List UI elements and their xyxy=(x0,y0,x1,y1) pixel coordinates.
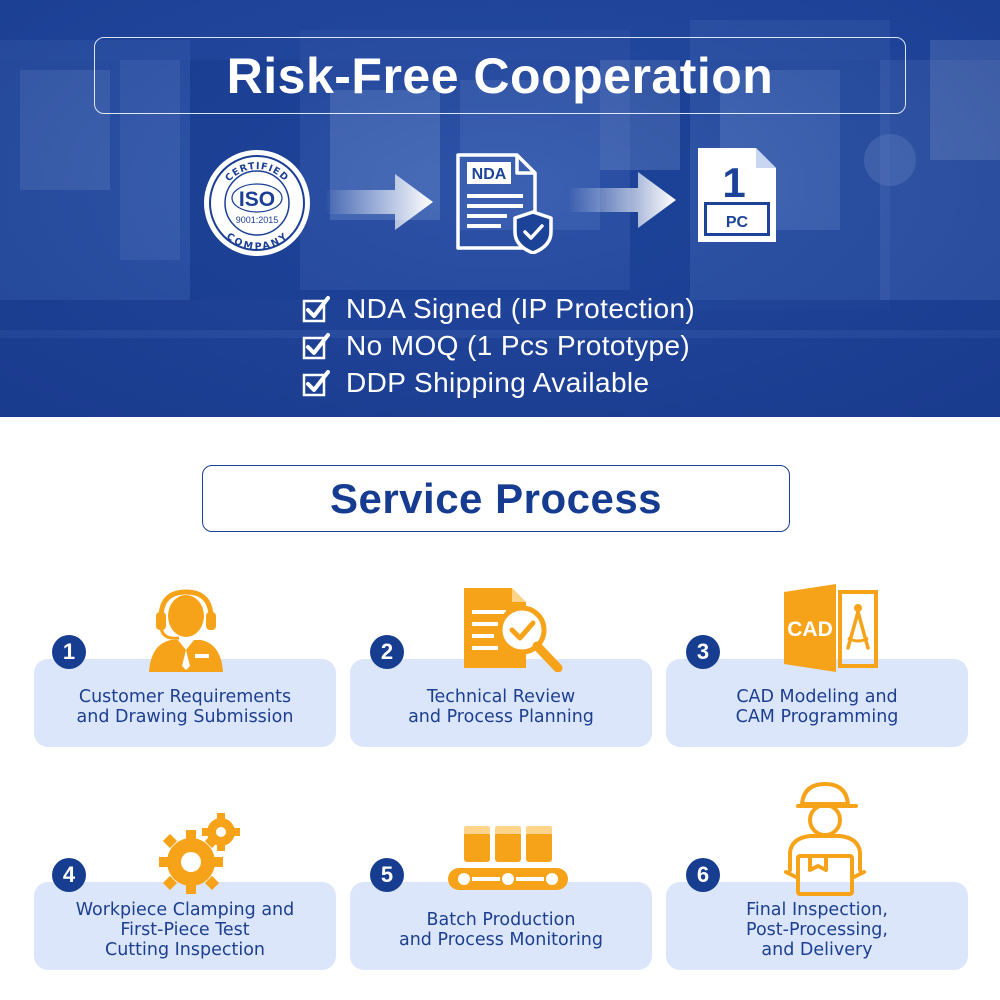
pc-doc-unit: PC xyxy=(726,214,749,231)
checklist-item: DDP Shipping Available xyxy=(302,364,695,401)
checklist-item-text: NDA Signed (IP Protection) xyxy=(346,292,696,324)
single-piece-document-icon: 1 PC xyxy=(698,148,776,242)
iso-badge-standard: 9001:2015 xyxy=(236,215,279,225)
checklist-item-text: DDP Shipping Available xyxy=(346,366,650,398)
arrow-right-icon xyxy=(325,174,433,230)
cad-drafting-icon: CAD xyxy=(784,584,878,672)
process-step-number: 3 xyxy=(686,635,720,669)
delivery-worker-icon xyxy=(784,782,866,896)
checkbox-checked-icon xyxy=(302,332,330,359)
benefits-checklist: NDA Signed (IP Protection) No MOQ (1 Pcs… xyxy=(302,290,695,401)
process-step-label: CAD Modeling and CAM Programming xyxy=(735,687,899,727)
banner-title: Risk-Free Cooperation xyxy=(226,47,774,104)
document-review-magnifier-icon xyxy=(464,588,563,672)
process-step-card: Batch Production and Process Monitoring xyxy=(350,882,652,970)
process-step-2: Technical Review and Process Planning xyxy=(350,659,652,747)
process-step-label: Customer Requirements and Drawing Submis… xyxy=(76,687,294,727)
process-step-number: 5 xyxy=(370,858,404,892)
banner-overlay xyxy=(0,0,1000,417)
process-step-card: Workpiece Clamping and First-Piece Test … xyxy=(34,882,336,970)
process-step-6: Final Inspection, Post-Processing, and D… xyxy=(666,882,968,970)
hero-banner: Risk-Free Cooperation CERTIFIED COMPANY … xyxy=(0,0,1000,417)
service-process-title: Service Process xyxy=(329,474,663,522)
process-step-5: Batch Production and Process Monitoring xyxy=(350,882,652,970)
nda-label: NDA xyxy=(472,166,507,183)
iso-badge-mark: ISO xyxy=(239,188,275,211)
process-step-label: Batch Production and Process Monitoring xyxy=(398,910,604,950)
process-step-label: Technical Review and Process Planning xyxy=(408,687,594,727)
process-step-card: Customer Requirements and Drawing Submis… xyxy=(34,659,336,747)
cad-label: CAD xyxy=(787,618,833,641)
process-step-3: CAD Modeling and CAM Programming xyxy=(666,659,968,747)
process-step-number: 6 xyxy=(686,858,720,892)
process-step-card: CAD Modeling and CAM Programming xyxy=(666,659,968,747)
customer-service-headset-icon xyxy=(149,589,223,672)
checklist-item: NDA Signed (IP Protection) xyxy=(302,290,695,327)
checklist-item: No MOQ (1 Pcs Prototype) xyxy=(302,327,695,364)
process-step-1: Customer Requirements and Drawing Submis… xyxy=(34,659,336,747)
iso-certified-badge-icon: CERTIFIED COMPANY ISO 9001:2015 xyxy=(204,150,310,256)
process-step-label: Workpiece Clamping and First-Piece Test … xyxy=(75,900,295,960)
checkbox-checked-icon xyxy=(302,369,330,396)
process-step-card: Final Inspection, Post-Processing, and D… xyxy=(666,882,968,970)
process-step-label: Final Inspection, Post-Processing, and D… xyxy=(746,900,888,960)
process-step-number: 4 xyxy=(52,858,86,892)
process-step-4: Workpiece Clamping and First-Piece Test … xyxy=(34,882,336,970)
gears-icon xyxy=(159,813,240,894)
checklist-item-text: No MOQ (1 Pcs Prototype) xyxy=(346,329,691,361)
process-step-number: 1 xyxy=(52,635,86,669)
banner-title-frame: Risk-Free Cooperation xyxy=(94,37,906,114)
pc-doc-number: 1 xyxy=(722,159,745,206)
checkbox-checked-icon xyxy=(302,295,330,322)
service-process-title-frame: Service Process xyxy=(202,465,790,532)
process-step-number: 2 xyxy=(370,635,404,669)
nda-document-shield-icon: NDA xyxy=(456,153,553,254)
conveyor-belt-icon xyxy=(448,826,568,890)
arrow-right-icon xyxy=(568,172,676,228)
process-step-card: Technical Review and Process Planning xyxy=(350,659,652,747)
